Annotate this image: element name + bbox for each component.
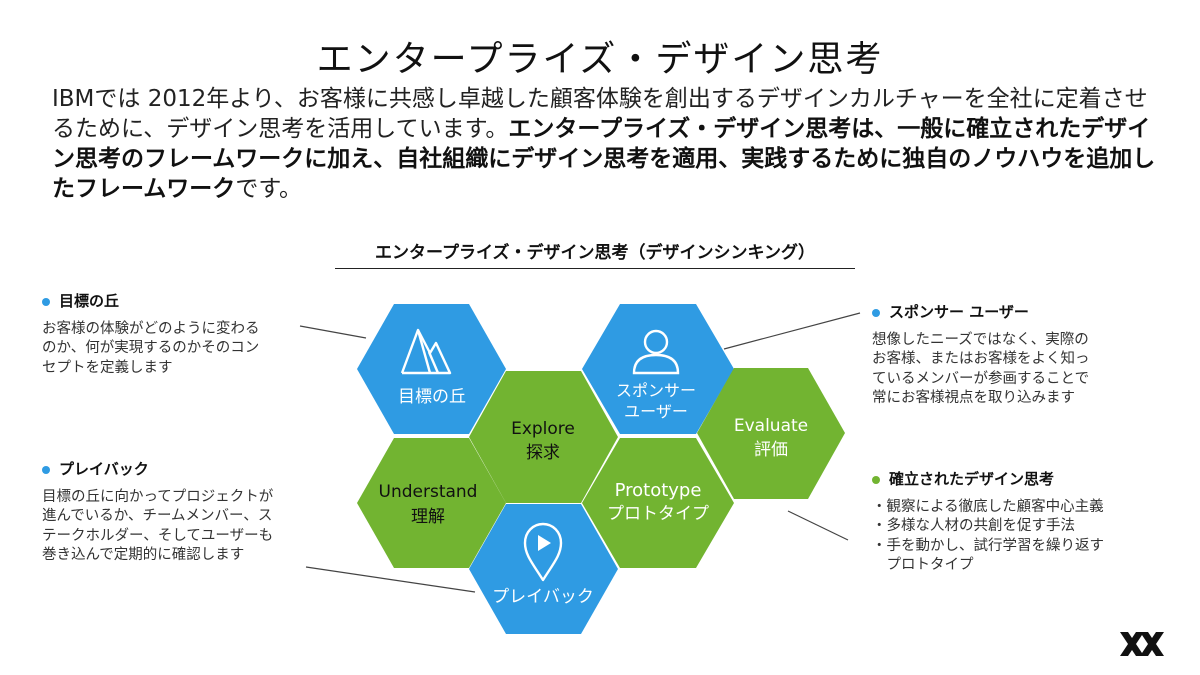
connector-line-sponsor [723,312,861,350]
diagram-title: エンタープライズ・デザイン思考（デザインシンキング） [375,243,815,263]
callout-hills-title: 目標の丘 [59,292,120,310]
callout-hills-line: のか、何が実現するのかそのコン [42,340,260,356]
page-title: エンタープライズ・デザイン思考 [316,39,884,80]
callout-hills-line: お客様の体験がどのように変わる [42,320,260,337]
callout-playback-line: 目標の丘に向かってプロジェクトが [42,488,274,505]
callout-sponsor-line: ているメンバーが参画することで [872,370,1090,387]
mountain-icon [400,328,452,375]
hex-hills-label: 目標の丘 [398,387,466,407]
hex-evaluate-en: Evaluate [734,416,808,436]
connector-line-established [787,510,849,541]
callout-sponsor-title: スポンサー ユーザー [889,303,1029,321]
callout-sponsor-line: 想像したニーズではなく、実際の [872,331,1089,348]
hex-evaluate: Evaluate 評価 [697,368,845,499]
hex-evaluate-ja: 評価 [754,440,788,460]
hex-explore-en: Explore [511,419,575,439]
bullet-dot-icon [872,475,880,484]
intro-paragraph: IBMでは 2012年より、お客様に共感し卓越した顧客体験を創出するデザインカル… [52,84,1162,204]
callout-established-line: プロトタイプ [872,557,974,573]
bullet-dot-icon [42,297,50,306]
hex-explore-ja: 探求 [526,443,560,463]
bullet-dot-icon [42,465,50,474]
hex-prototype-en: Prototype [615,480,702,501]
bullet-dot-icon [872,308,880,317]
callout-playback-line: 巻き込んで定期的に確認します [42,547,245,563]
callout-sponsor: スポンサー ユーザー 想像したニーズではなく、実際の お客様、またはお客様をよく… [872,303,1162,409]
hex-playback: プレイバック [469,504,618,634]
callout-sponsor-line: 常にお客様視点を取り込みます [872,390,1075,406]
intro-text: IBMでは 2012年より、お客様に共感し卓越した顧客体験を創出するデザインカル… [52,86,1148,142]
callout-established-line: ・手を動かし、試行学習を繰り返す [872,537,1104,554]
callout-sponsor-line: お客様、またはお客様をよく知っ [872,351,1090,367]
hex-prototype-ja: プロトタイプ [607,504,709,524]
callout-hills: 目標の丘 お客様の体験がどのように変わる のか、何が実現するのかそのコン セプト… [42,292,312,378]
hex-hills: 目標の丘 [357,304,506,434]
callout-established-line: ・観察による徹底した顧客中心主義 [872,498,1104,515]
intro-bold-text: エンタープライズ・デザイン思考は、一般に確立されたデザイン思考のフレームワークに… [52,116,1156,202]
callout-playback: プレイバック 目標の丘に向かってプロジェクトが 進んでいるか、チームメンバー、ス… [42,460,332,566]
callout-established: 確立されたデザイン思考 ・観察による徹底した顧客中心主義 ・多様な人材の共創を促… [872,470,1172,576]
hex-sponsor-label-1: スポンサー [616,381,696,400]
hex-sponsor-label-2: ユーザー [624,402,688,421]
callout-established-line: ・多様な人材の共創を促す手法 [872,518,1075,534]
hex-explore: Explore 探求 [469,371,618,503]
diagram-title-underline [335,268,855,269]
hex-playback-label: プレイバック [492,587,594,607]
hex-understand-ja: 理解 [411,507,445,527]
hex-understand-en: Understand [379,482,478,502]
ibm-ix-logo-icon [1120,632,1164,656]
callout-hills-line: セプトを定義します [42,359,173,376]
hex-sponsor: スポンサー ユーザー [582,304,734,434]
callout-established-title: 確立されたデザイン思考 [889,470,1055,488]
location-pin-play-icon [523,522,563,582]
hex-understand: Understand 理解 [357,438,506,568]
callout-playback-line: 進んでいるか、チームメンバー、ス [42,508,273,524]
hex-prototype: Prototype プロトタイプ [582,438,734,568]
connector-line-hills [299,325,367,339]
callout-playback-line: テークホルダー、そしてユーザーも [42,527,274,544]
callout-playback-title: プレイバック [59,460,149,478]
intro-tail-text: です。 [235,176,303,202]
person-icon [632,329,680,375]
connector-line-playback [305,566,476,593]
